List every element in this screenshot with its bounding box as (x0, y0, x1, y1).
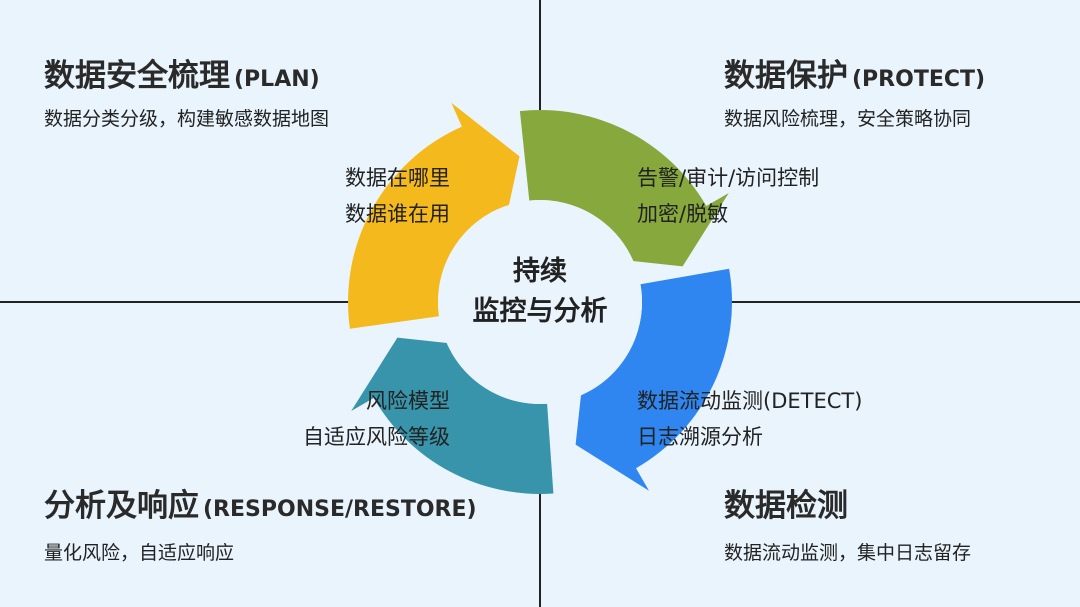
protect-item: 告警/审计/访问控制 (637, 166, 820, 190)
arrow-detect (575, 268, 733, 491)
arrow-protect (519, 110, 729, 267)
protect-title-en: (PROTECT) (852, 67, 986, 92)
plan-item: 数据在哪里 (345, 166, 450, 190)
response-item: 自适应风险等级 (303, 425, 450, 449)
response-items: 风险模型 自适应风险等级 (250, 383, 450, 455)
response-description: 量化风险，自适应响应 (44, 542, 235, 564)
detect-items: 数据流动监测(DETECT) 日志溯源分析 (637, 383, 862, 455)
plan-title-en: (PLAN) (234, 67, 320, 92)
plan-title-cn: 数据安全梳理 (44, 58, 230, 94)
detect-item: 日志溯源分析 (637, 425, 763, 449)
plan-description: 数据分类分级，构建敏感数据地图 (44, 108, 330, 130)
protect-title: 数据保护(PROTECT) (724, 50, 985, 95)
center-label: 持续 监控与分析 (440, 252, 640, 332)
plan-title: 数据安全梳理(PLAN) (44, 50, 320, 95)
response-item: 风险模型 (366, 389, 450, 413)
plan-item: 数据谁在用 (345, 202, 450, 226)
response-title-cn: 分析及响应 (44, 488, 199, 524)
plan-items: 数据在哪里 数据谁在用 (290, 160, 450, 232)
center-circle (438, 200, 642, 404)
detect-title-cn: 数据检测 (724, 488, 848, 524)
detect-title: 数据检测 (724, 480, 848, 525)
arrow-response (351, 337, 554, 494)
detect-description: 数据流动监测，集中日志留存 (724, 542, 972, 564)
arrow-plan (348, 102, 520, 329)
response-title: 分析及响应(RESPONSE/RESTORE) (44, 480, 477, 525)
center-line2: 监控与分析 (472, 296, 608, 327)
protect-item: 加密/脱敏 (637, 202, 729, 226)
protect-title-cn: 数据保护 (724, 58, 848, 94)
detect-item: 数据流动监测(DETECT) (637, 389, 863, 413)
center-line1: 持续 (513, 256, 567, 287)
protect-items: 告警/审计/访问控制 加密/脱敏 (637, 160, 819, 232)
response-title-en: (RESPONSE/RESTORE) (203, 497, 477, 522)
protect-description: 数据风险梳理，安全策略协同 (724, 108, 972, 130)
